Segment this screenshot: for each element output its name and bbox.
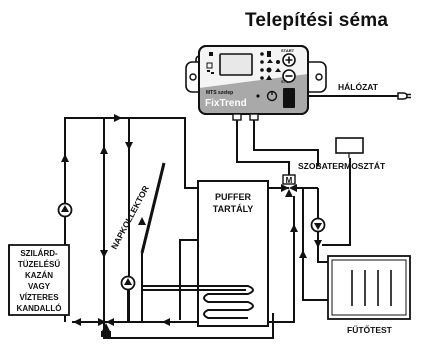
flow-arrow-down-icon (125, 142, 133, 150)
valve-marker-label: M (286, 176, 293, 185)
flow-arrow-down-icon (314, 240, 322, 248)
plug-icon (397, 92, 411, 100)
three-way-valve-icon (98, 318, 114, 337)
room-thermostat: SZOBATERMOSZTÁT (298, 137, 386, 171)
flow-arrow-up-icon (61, 154, 69, 162)
flow-arrow-down-icon (100, 250, 108, 258)
flow-arrow-right-icon (162, 318, 170, 326)
boiler-label-2: TÜZELÉSŰ (18, 260, 60, 269)
motorized-valve-icon: M (281, 174, 297, 197)
indicator-led (256, 94, 260, 98)
flow-arrow-left-icon (114, 114, 122, 122)
boiler-label-1: SZILÁRD- (20, 249, 58, 258)
boiler-label-6: KANDALLÓ (17, 304, 62, 313)
room-thermostat-label: SZOBATERMOSZTÁT (298, 161, 386, 171)
controller-brand: FixTrend (205, 98, 247, 109)
flow-arrows (61, 114, 322, 326)
control-cables (236, 120, 351, 246)
mains-connection: HÁLÓZAT (308, 81, 411, 100)
buffer-tank-body (197, 180, 269, 327)
boiler-label-5: VÍZTERES (19, 293, 59, 302)
room-thermostat-box (335, 137, 364, 154)
power-switch[interactable] (283, 88, 295, 108)
status-led-icons (260, 51, 281, 80)
buffer-tank-label-1: PUFFER (215, 192, 252, 202)
solid-fuel-boiler: SZILÁRD- TÜZELÉSŰ KAZÁN VAGY VÍZTERES KA… (8, 244, 70, 316)
flow-arrow-up-icon (290, 224, 298, 232)
controller-display (219, 53, 253, 76)
solar-pump-icon (120, 275, 136, 291)
radiator: FŰTŐTEST (327, 255, 411, 335)
flow-arrow-up-icon (138, 217, 146, 225)
flow-arrow-up-icon (299, 250, 307, 258)
flow-arrow-up-icon (100, 146, 108, 154)
boiler-label-3: KAZÁN (25, 271, 53, 280)
network-label: HÁLÓZAT (338, 81, 379, 92)
buffer-tank: PUFFER TARTÁLY (142, 180, 269, 327)
circulation-pump-icon (57, 202, 73, 218)
radiator-body (327, 255, 411, 320)
start-label: START (281, 48, 295, 53)
boiler-outlet-arrow-icon (73, 318, 81, 326)
solar-collector: NAPKOLLEKTOR (109, 162, 206, 323)
buffer-tank-label-2: TARTÁLY (213, 204, 254, 214)
radiator-label: FŰTŐTEST (347, 324, 393, 335)
controller-unit: START STOP MTS szelep FixTrend (185, 45, 327, 121)
controller-model-line: MTS szelep (206, 90, 233, 96)
diagram-title: Telepítési séma (245, 10, 389, 31)
boiler-label-4: VAGY (28, 282, 51, 291)
heating-pump-icon (310, 217, 326, 233)
heat-exchanger-coil (142, 285, 254, 319)
